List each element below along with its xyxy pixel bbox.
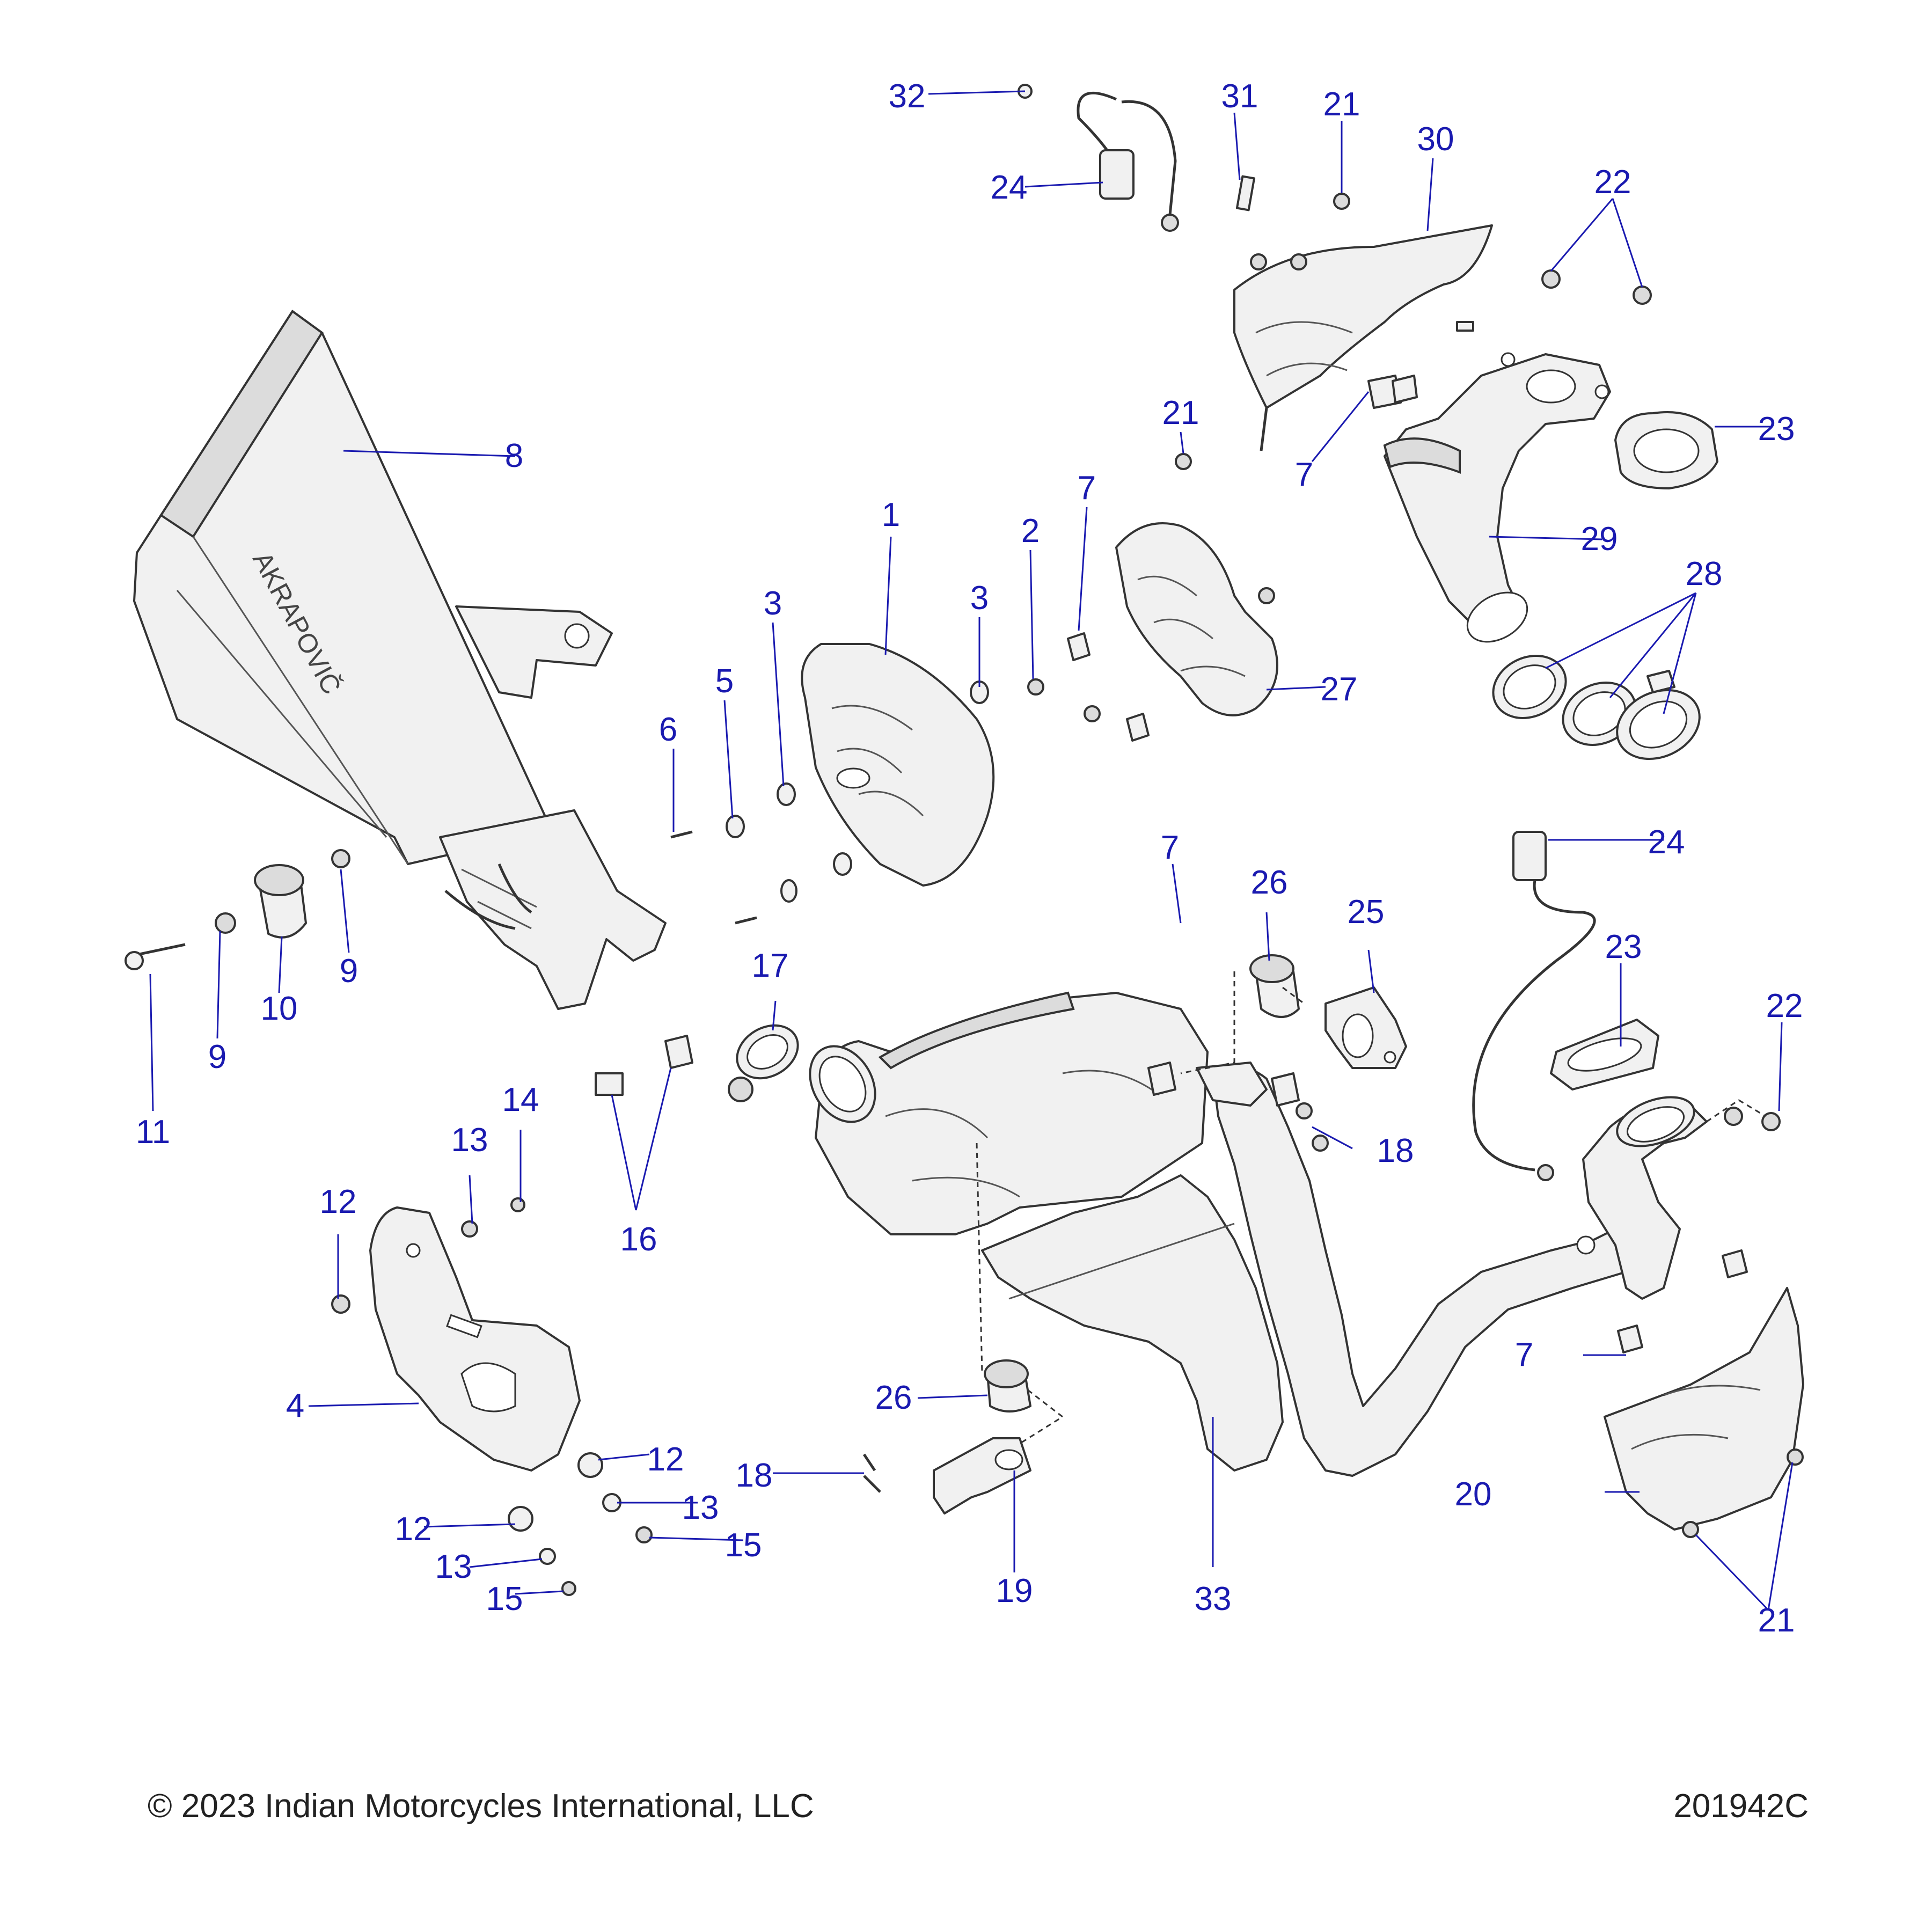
- callout-32: 32: [889, 78, 926, 115]
- callout-13: 13: [435, 1548, 472, 1585]
- gasket-part-23-lower: [1550, 1019, 1659, 1091]
- callout-18: 18: [736, 1457, 773, 1494]
- callout-9: 9: [208, 1038, 226, 1075]
- mount-part-26-upper: [1249, 954, 1300, 1018]
- heat-shield-part-20: [1604, 1287, 1804, 1531]
- spacer-part-10: [254, 864, 307, 939]
- callout-21: 21: [1758, 1602, 1795, 1639]
- callout-13: 13: [451, 1122, 488, 1159]
- o2-sensor-part-24-lower: [1472, 831, 1596, 1181]
- callout-26: 26: [1251, 864, 1288, 901]
- callout-33: 33: [1195, 1580, 1232, 1618]
- collector-part-33: [809, 991, 1708, 1477]
- muffler-part-8: AKRAPOVIČ: [133, 310, 667, 1010]
- callout-7: 7: [1161, 829, 1179, 866]
- header-pipe-part-29: [1383, 352, 1611, 643]
- clamp-part-28: [1492, 655, 1701, 760]
- assembly-guide-lines: [976, 971, 1766, 1445]
- callout-30: 30: [1417, 121, 1454, 158]
- copyright-notice: © 2023 Indian Motorcycles International,…: [148, 1788, 814, 1825]
- callout-16: 16: [620, 1221, 657, 1258]
- o2-sensor-part-24-upper: [1077, 91, 1179, 232]
- callout-24: 24: [991, 169, 1028, 206]
- callout-19: 19: [996, 1572, 1033, 1609]
- callout-1: 1: [882, 496, 900, 533]
- clamp-part-17: [728, 1024, 799, 1102]
- callout-27: 27: [1321, 671, 1358, 708]
- callout-14: 14: [502, 1081, 539, 1118]
- bracket-part-25: [1324, 986, 1407, 1069]
- callout-4: 4: [286, 1387, 304, 1424]
- leader-lines: [149, 90, 1794, 1611]
- callout-12: 12: [320, 1183, 357, 1220]
- callout-25: 25: [1348, 894, 1385, 931]
- fastener-hardware: [125, 84, 1804, 1596]
- callout-7: 7: [1078, 470, 1096, 507]
- heat-shield-part-30: [1233, 224, 1493, 451]
- heat-shield-part-1: [801, 643, 995, 887]
- callout-22: 22: [1594, 164, 1631, 201]
- callout-11: 11: [136, 1114, 170, 1151]
- bracket-part-19: [933, 1437, 1031, 1514]
- callout-12: 12: [395, 1511, 432, 1548]
- mount-part-26-lower: [984, 1359, 1031, 1413]
- drawing-number: 201942C: [1673, 1788, 1809, 1825]
- callout-21: 21: [1162, 394, 1199, 431]
- callout-22: 22: [1766, 987, 1803, 1024]
- callout-13: 13: [682, 1489, 719, 1526]
- gasket-part-23-upper: [1614, 411, 1718, 489]
- callout-31: 31: [1221, 78, 1258, 115]
- callout-21: 21: [1323, 86, 1360, 123]
- callout-7: 7: [1295, 456, 1313, 493]
- callout-29: 29: [1581, 521, 1618, 558]
- callout-26: 26: [875, 1379, 912, 1416]
- callout-28: 28: [1686, 555, 1723, 592]
- callout-18: 18: [1377, 1132, 1414, 1169]
- callout-10: 10: [261, 990, 298, 1027]
- callout-20: 20: [1455, 1476, 1492, 1513]
- callout-9: 9: [340, 953, 358, 990]
- callout-6: 6: [659, 711, 677, 748]
- callout-24: 24: [1648, 824, 1685, 861]
- callout-23: 23: [1605, 928, 1642, 965]
- heat-shield-part-27: [1115, 522, 1278, 716]
- callout-5: 5: [715, 663, 734, 700]
- callout-17: 17: [752, 947, 789, 984]
- callout-labels: 1 2 3 3 4 5 6 7 7 7 7 8 9 9 10 11 12 12 …: [136, 78, 1803, 1639]
- callout-3: 3: [970, 580, 989, 617]
- callout-15: 15: [486, 1580, 523, 1618]
- callout-3: 3: [764, 585, 782, 622]
- callout-15: 15: [725, 1527, 762, 1564]
- callout-7: 7: [1515, 1336, 1533, 1373]
- callout-2: 2: [1021, 513, 1040, 550]
- callout-8: 8: [505, 437, 523, 474]
- callout-23: 23: [1758, 411, 1795, 448]
- heat-shield-part-4: [369, 1206, 581, 1472]
- callout-12: 12: [647, 1441, 684, 1478]
